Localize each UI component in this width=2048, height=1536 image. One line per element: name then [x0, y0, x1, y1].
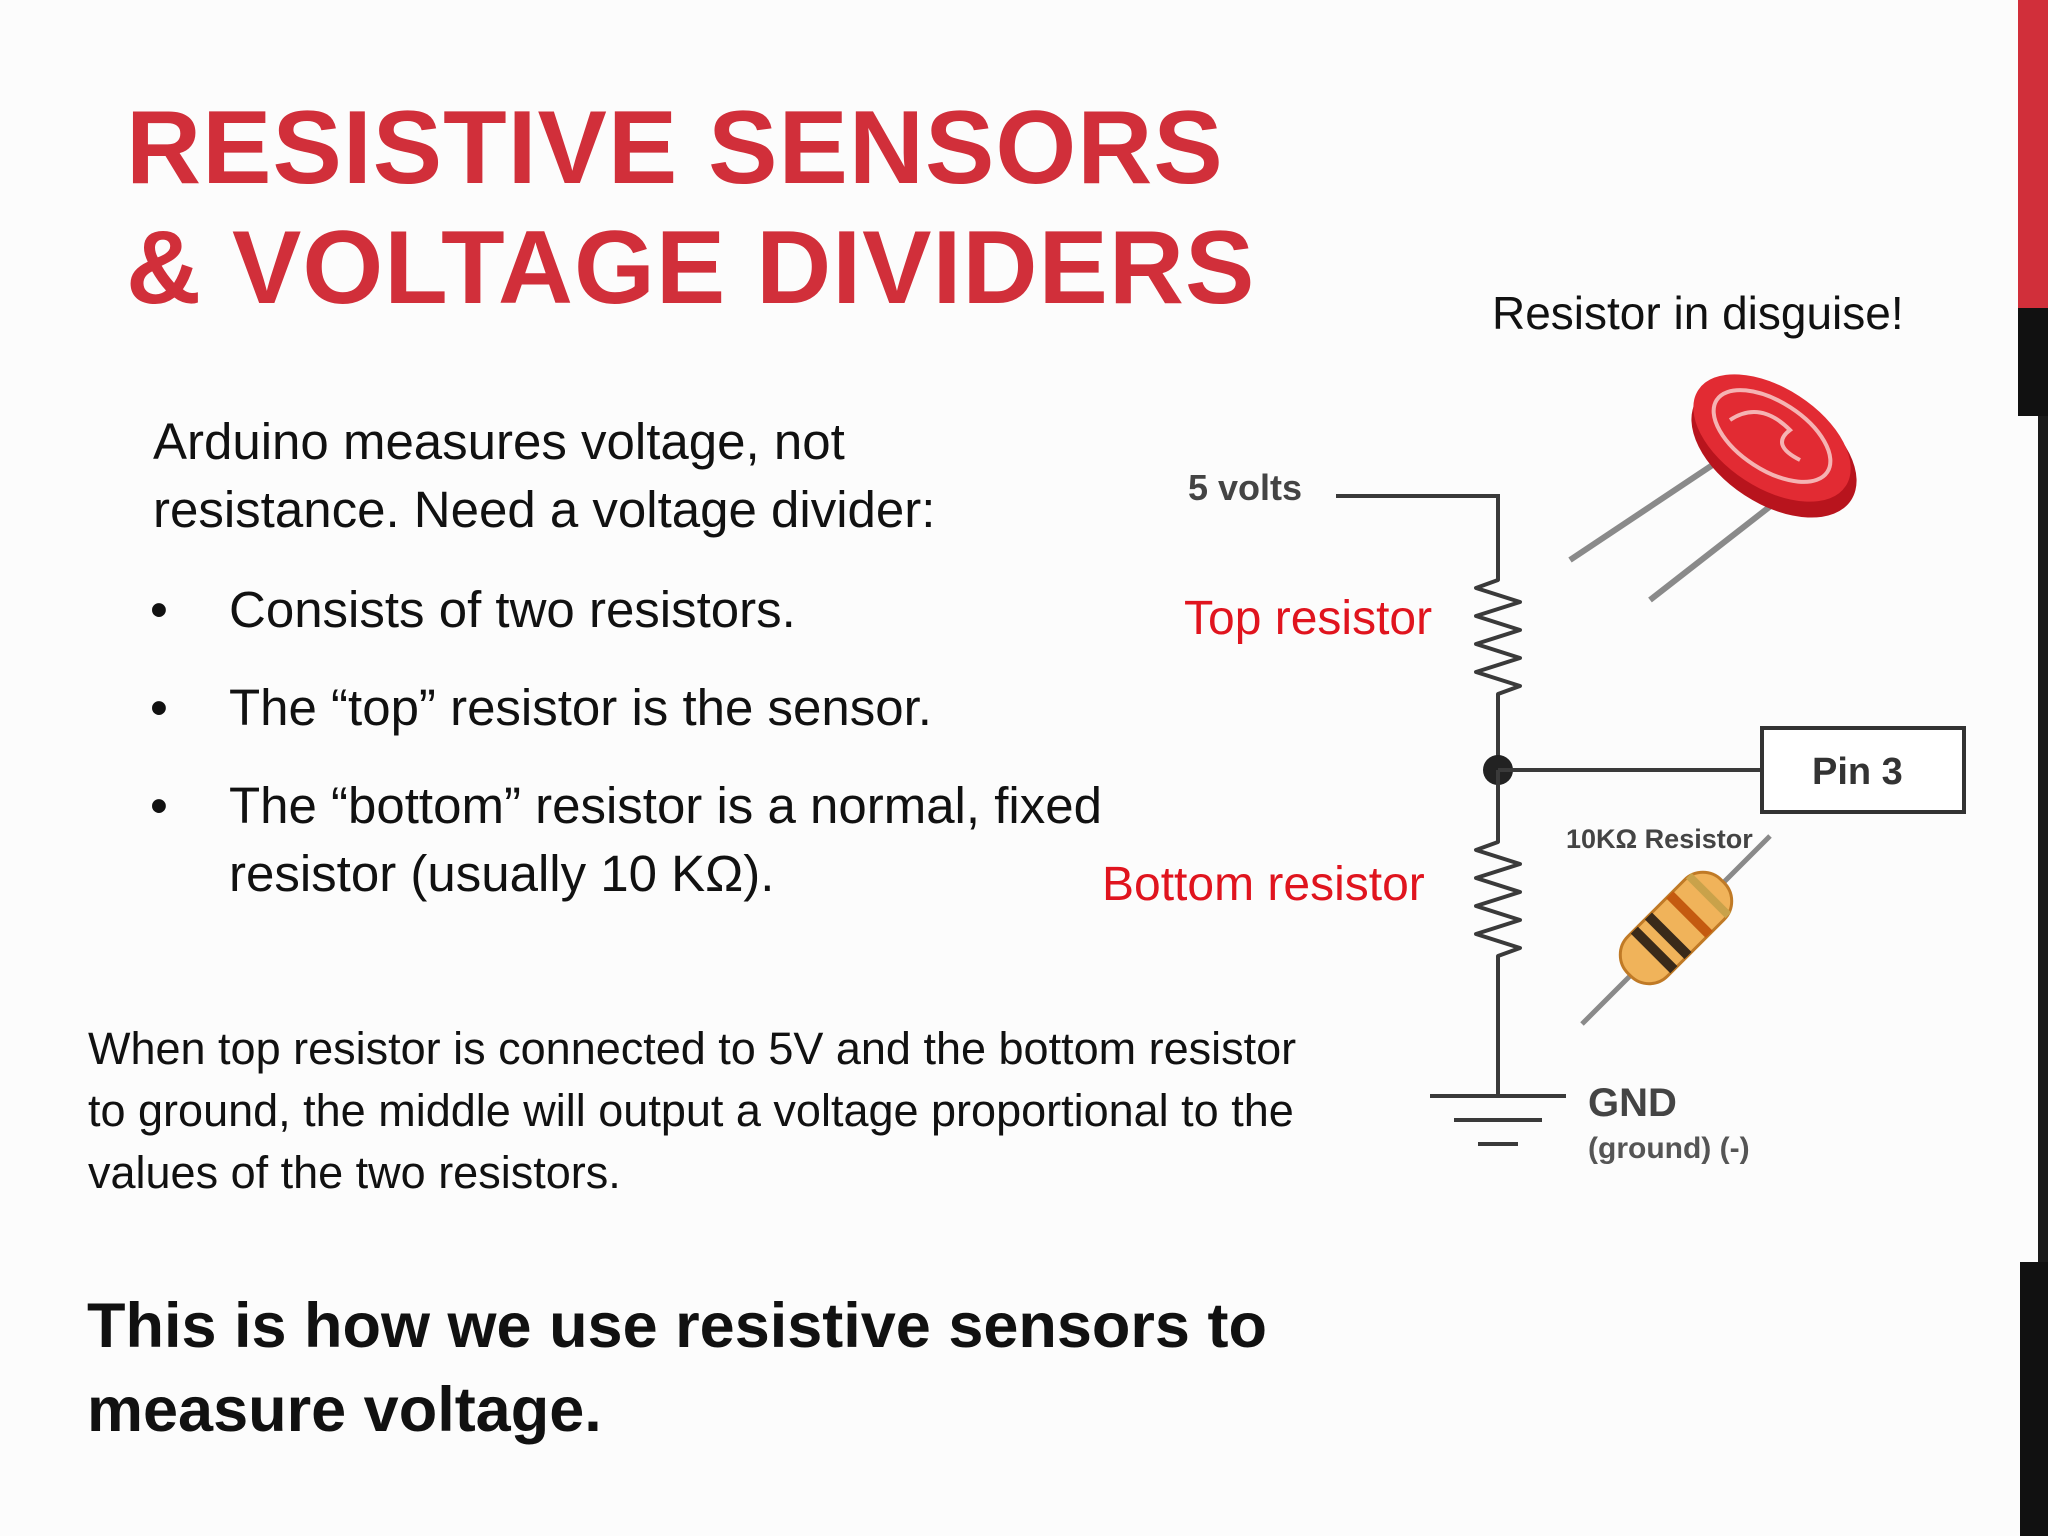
slide-title-line-2: & VOLTAGE DIVIDERS — [126, 210, 1256, 326]
fixed-resistor-icon — [1580, 834, 1772, 1026]
supply-label: 5 volts — [1188, 467, 1302, 508]
bullet-text: The “top” resistor is the sensor. — [229, 679, 932, 736]
pin-box — [1760, 726, 1966, 814]
supply-wire — [1336, 494, 1500, 572]
photoresistor-caption: Resistor in disguise! — [1492, 287, 1904, 339]
bullet-text: Consists of two resistors. — [229, 581, 796, 638]
gnd-sub-label: (ground) (-) — [1588, 1132, 1750, 1165]
intro-text: Arduino measures voltage, not resistance… — [153, 413, 936, 538]
right-edge-bar — [2038, 416, 2048, 1536]
bottom-resistor-label: Bottom resistor — [1102, 858, 1425, 911]
right-edge-bar-bottom — [2020, 1262, 2048, 1536]
bullet-marker: • — [150, 777, 168, 834]
bullet-marker: • — [150, 679, 168, 736]
accent-bar-red — [2018, 0, 2048, 308]
top-resistor-symbol — [1474, 572, 1522, 702]
bullet-text: The “bottom” resistor is a normal, fixed… — [229, 777, 1102, 902]
pin-label: Pin 3 — [1812, 751, 1903, 793]
explanation-paragraph: When top resistor is connected to 5V and… — [88, 1023, 1297, 1198]
slide-title-line-1: RESISTIVE SENSORS — [126, 90, 1224, 206]
bullet-marker: • — [150, 581, 168, 638]
top-resistor-label: Top resistor — [1184, 592, 1433, 645]
bottom-resistor-symbol — [1474, 834, 1522, 964]
fixed-resistor-label: 10KΩ Resistor — [1566, 824, 1753, 854]
photoresistor-icon — [1568, 374, 1857, 603]
gnd-label: GND — [1588, 1081, 1677, 1125]
closing-statement: This is how we use resistive sensors to … — [87, 1291, 1267, 1445]
accent-bar-black — [2018, 308, 2048, 416]
